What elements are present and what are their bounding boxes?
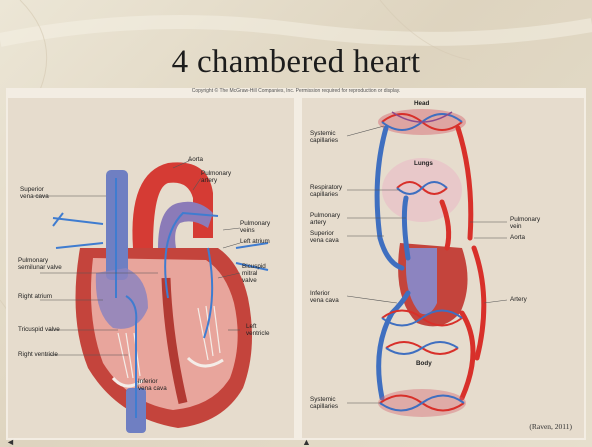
body-capillary-bed-3	[378, 389, 466, 417]
label-lungs: Lungs	[414, 160, 433, 167]
corner-mark-left: ◄	[6, 437, 15, 447]
slide-title: 4 chambered heart	[0, 44, 592, 81]
label-pulmonary-semilunar-valve: Pulmonary semilunar valve	[18, 257, 62, 271]
label-pulmonary-artery: Pulmonary artery	[310, 212, 340, 226]
label-aorta: Aorta	[510, 234, 525, 241]
label-superior-vena-cava: Superior vena cava	[20, 186, 49, 200]
label-right-atrium: Right atrium	[18, 293, 52, 300]
label-bicuspid-mitral-valve: Bicuspid mitral valve	[242, 263, 266, 284]
label-pulmonary-artery: Pulmonary artery	[201, 170, 231, 184]
label-left-atrium: Left atrium	[240, 238, 270, 245]
label-systemic-capillaries-top: Systemic capillaries	[310, 130, 338, 144]
copyright-notice: Copyright © The McGraw-Hill Companies, I…	[6, 88, 586, 94]
circulation-illustration	[302, 98, 584, 438]
label-pulmonary-veins: Pulmonary veins	[240, 220, 270, 234]
head-capillary-bed	[378, 109, 466, 135]
body-capillary-bed-2	[386, 342, 458, 354]
label-superior-vena-cava: Superior vena cava	[310, 230, 339, 244]
corner-mark-right: ▲	[302, 437, 311, 447]
circulation-panel: Head Systemic capillaries Lungs Respirat…	[302, 98, 584, 438]
label-systemic-capillaries-bottom: Systemic capillaries	[310, 396, 338, 410]
label-left-ventricle: Left ventricle	[246, 323, 269, 337]
citation: (Raven, 2011)	[529, 422, 572, 431]
label-aorta: Aorta	[188, 156, 203, 163]
pulmonary-artery-shape	[158, 202, 213, 248]
figure: Copyright © The McGraw-Hill Companies, I…	[6, 88, 586, 440]
label-right-ventricle: Right ventricle	[18, 351, 58, 358]
label-artery: Artery	[510, 296, 527, 303]
label-body: Body	[416, 360, 432, 367]
heart-panel: Aorta Pulmonary artery Superior vena cav…	[8, 98, 294, 438]
label-head: Head	[414, 100, 429, 107]
label-tricuspid-valve: Tricuspid valve	[18, 326, 60, 333]
label-inferior-vena-cava: Inferior vena cava	[310, 290, 339, 304]
label-respiratory-capillaries: Respiratory capillaries	[310, 184, 342, 198]
label-inferior-vena-cava: Inferior vena cava	[138, 378, 167, 392]
label-pulmonary-vein: Pulmonary vein	[510, 216, 540, 230]
